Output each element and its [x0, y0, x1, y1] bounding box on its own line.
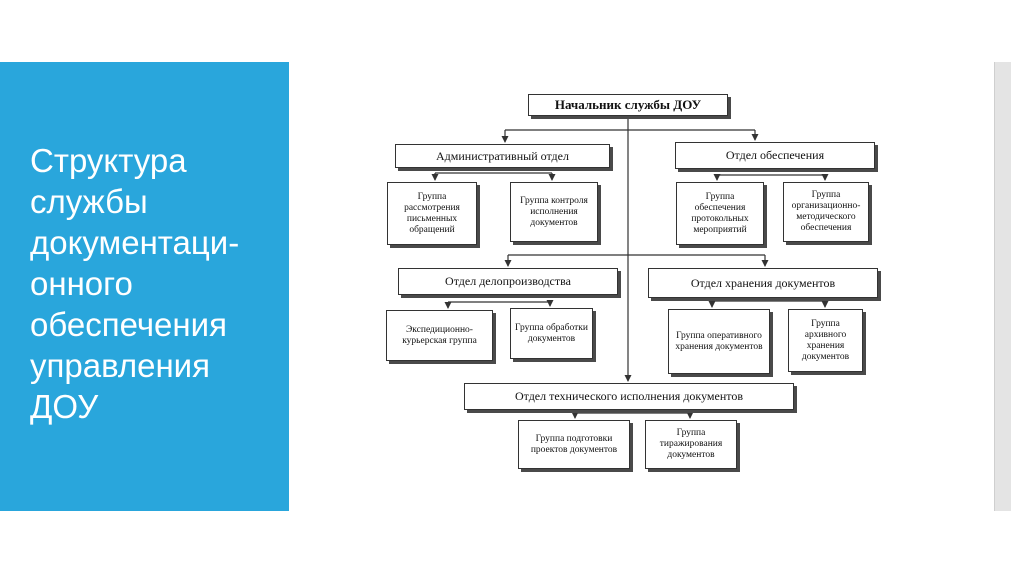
slide-title-line: документаци-	[30, 224, 240, 261]
tech-group-2-node: Группа тиражирования документов	[645, 420, 737, 469]
connector-lines	[431, 115, 829, 419]
side-strip	[994, 62, 1011, 511]
storage-group-2-node: Группа архивного хранения документов	[788, 309, 863, 372]
records-group-1-node: Экспедиционно-курьерская группа	[386, 310, 493, 361]
slide-title-line: обеспечения	[30, 306, 227, 343]
admin-dept-node: Административный отдел	[395, 144, 610, 168]
slide-title-line: онного	[30, 265, 133, 302]
slide-title-line: Структура	[30, 142, 187, 179]
tech-dept-node: Отдел технического исполнения документов	[464, 383, 794, 410]
slide-title-line: управления	[30, 347, 210, 384]
records-dept-node: Отдел делопроизводства	[398, 268, 618, 295]
records-group-2-node: Группа обработки документов	[510, 308, 593, 359]
title-panel	[0, 62, 289, 511]
head-node: Начальник службы ДОУ	[528, 94, 728, 116]
org-chart: Начальник службы ДОУ Административный от…	[360, 80, 960, 490]
admin-group-2-node: Группа контроля исполнения документов	[510, 182, 598, 242]
supply-dept-node: Отдел обеспечения	[675, 142, 875, 169]
supply-group-2-node: Группа организационно-методического обес…	[783, 182, 869, 242]
storage-dept-node: Отдел хранения документов	[648, 268, 878, 298]
slide-title-line: службы	[30, 183, 148, 220]
supply-group-1-node: Группа обеспечения протокольных мероприя…	[676, 182, 764, 245]
slide-title-line: ДОУ	[30, 388, 99, 425]
slide-title: Структура службы документаци- онного обе…	[30, 140, 285, 427]
storage-group-1-node: Группа оперативного хранения документов	[668, 309, 770, 374]
admin-group-1-node: Группа рассмотрения письменных обращений	[387, 182, 477, 245]
tech-group-1-node: Группа подготовки проектов документов	[518, 420, 630, 469]
